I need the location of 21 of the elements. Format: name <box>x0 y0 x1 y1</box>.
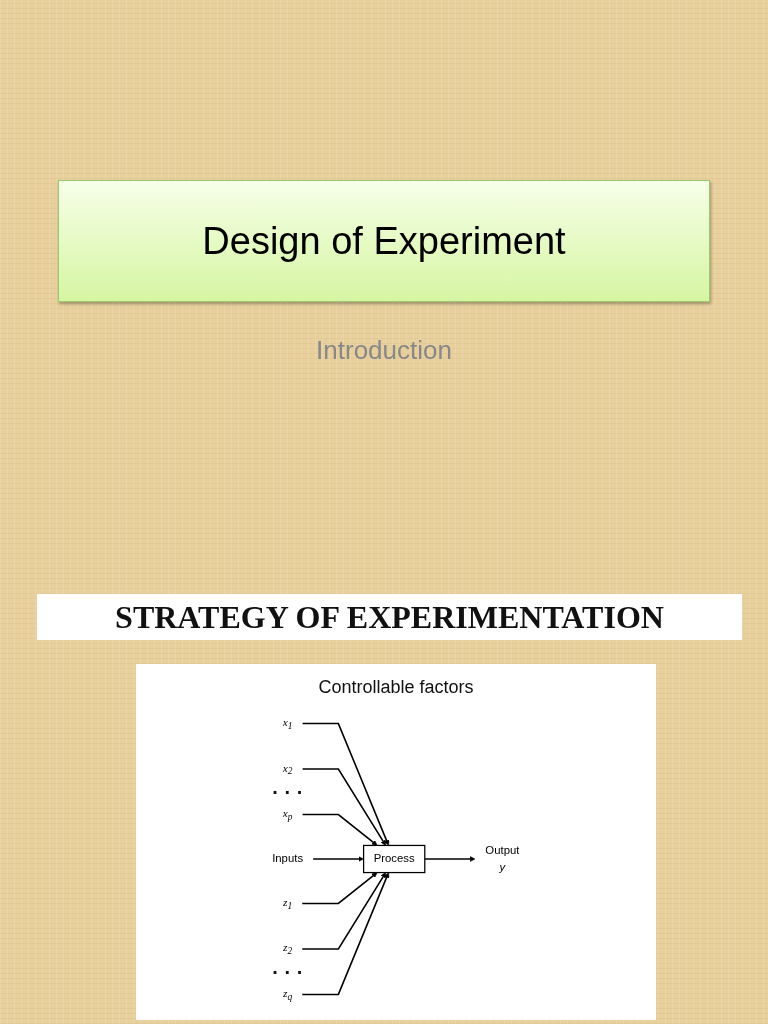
variable-label: z$_{1}$ <box>283 895 293 911</box>
ellipsis: · · · <box>272 963 304 980</box>
section-heading: STRATEGY OF EXPERIMENTATION <box>37 594 742 640</box>
variable-label: z$_{q}$ <box>283 986 293 1002</box>
group-heading: Controllable factors <box>317 676 475 698</box>
arrow <box>302 768 387 846</box>
arrow <box>301 872 387 950</box>
ellipsis: · · · <box>272 783 304 800</box>
subtitle: Introduction <box>315 334 453 366</box>
arrow <box>301 872 378 905</box>
variable-label: x$_{p}$ <box>282 806 293 822</box>
text-label: Output y <box>485 843 520 874</box>
arrow <box>301 872 390 996</box>
process-box: Process <box>363 844 426 874</box>
arrow <box>302 722 390 846</box>
slide-title: Design of Experiment <box>58 180 710 302</box>
variable-label: x$_{2}$ <box>282 761 293 777</box>
arrow <box>302 813 378 846</box>
variable-label: z$_{2}$ <box>283 941 293 957</box>
variable-label: x$_{1}$ <box>282 716 293 731</box>
text-label: Inputs <box>272 852 304 865</box>
